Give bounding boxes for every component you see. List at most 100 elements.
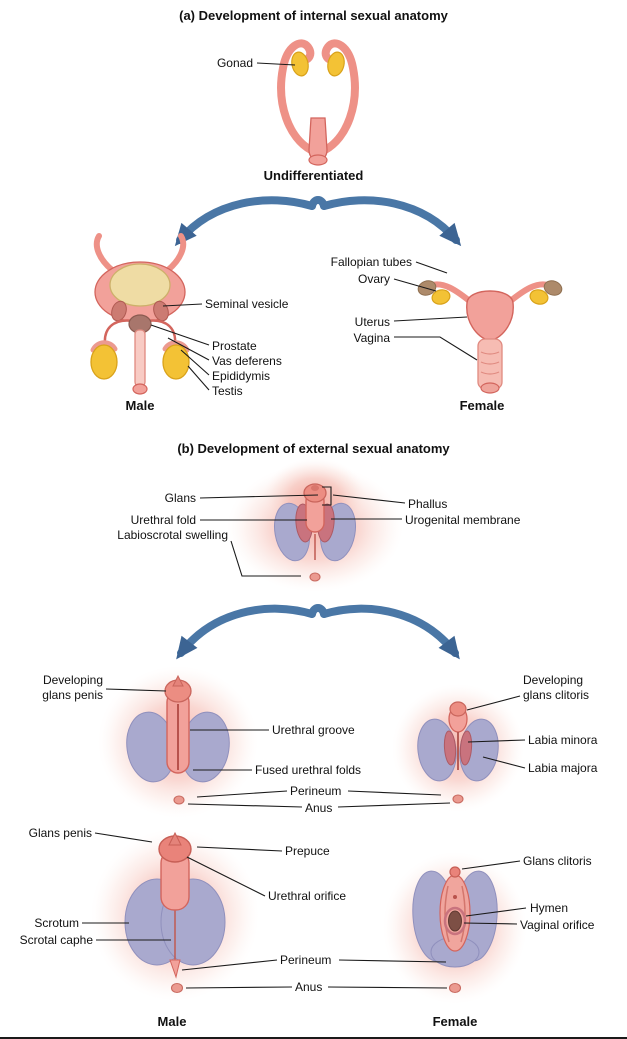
ovary-left [431,289,451,305]
leader-prepuce [196,846,283,852]
undifferentiated-internal-illustration [277,39,359,166]
leader-developing-glans-penis [105,688,167,692]
leader-seminal-vesicle [162,303,203,307]
label-female-internal: Female [459,398,505,413]
leader-phallus [332,494,406,504]
leader-vagina [394,336,478,361]
developing-male-external-illustration [98,666,258,818]
leader-prostate [150,324,210,346]
label-phallus: Phallus [408,497,448,511]
leader-perineum-final-left [181,959,278,971]
leader-epididymis [180,349,210,376]
leader-perineum-final-right [338,959,447,963]
label-perineum-mature: Perineum [280,953,332,967]
leader-vas-deferens [167,337,210,361]
label-fused-urethral-folds: Fused urethral folds [255,763,362,777]
label-urethral-orifice: Urethral orifice [268,889,347,903]
leader-glans-clitoris [461,860,521,870]
label-anus-mature: Anus [295,980,323,994]
vaginal-orifice-shape [448,910,462,932]
label-developing-glans-penis: Developing glans penis [10,673,103,703]
leader-ovary [393,278,437,292]
label-vaginal-orifice: Vaginal orifice [520,918,595,932]
label-urogenital-membrane: Urogenital membrane [405,513,521,527]
label-perineum-developing: Perineum [290,784,342,798]
leader-labioscrotal-swelling [230,540,301,577]
label-urethral-fold: Urethral fold [130,513,196,527]
label-male-external: Male [157,1014,187,1029]
label-gonad: Gonad [216,56,253,70]
section-b-title: (b) Development of external sexual anato… [177,441,450,456]
label-fallopian-tubes: Fallopian tubes [330,255,412,269]
label-seminal-vesicle: Seminal vesicle [205,297,289,311]
label-labia-minora: Labia minora [528,733,598,747]
gonad-left [291,51,309,77]
hymen-shape [443,906,467,936]
leader-anus-final-right [327,986,448,989]
label-prepuce: Prepuce [285,844,330,858]
section-a-title: (a) Development of internal sexual anato… [179,8,448,23]
label-glans: Glans [164,491,196,505]
male-internal-illustration [90,233,190,395]
leader-glans-penis [94,832,153,843]
leader-vaginal-orifice [463,922,518,925]
leader-anus-mid-right [337,802,451,808]
leader-glans [199,494,319,499]
leader-developing-glans-clitoris [466,695,521,711]
testis-right [162,344,190,380]
label-epididymis: Epididymis [212,369,271,383]
label-vas-deferens: Vas deferens [212,354,282,368]
label-urethral-groove: Urethral groove [272,723,355,737]
ovary-right [529,289,549,305]
label-glans-penis: Glans penis [28,826,92,840]
label-prostate: Prostate [212,339,257,353]
label-developing-glans-clitoris-line2: glans clitoris [523,688,590,702]
label-female-external: Female [432,1014,478,1029]
label-vagina: Vagina [353,331,390,345]
mature-male-external-illustration [91,829,259,1001]
bifurcation-arrow-internal [174,196,462,247]
label-developing-glans-clitoris: Developing glans clitoris [523,673,618,703]
glans-clitoris-shape [449,866,461,878]
leader-perineum-mid-right [347,790,442,796]
leader-testis [187,365,210,391]
leader-uterus [393,316,468,322]
label-developing-glans-penis-line2: glans penis [42,688,103,702]
leader-hymen [465,907,527,917]
label-scrotal-raphe: Scrotal caphe [19,933,93,947]
label-uterus: Uterus [354,315,390,329]
glans-shape [303,483,327,503]
leader-labia-minora [467,739,526,743]
gonad-right [327,51,345,77]
label-labia-majora: Labia majora [528,761,598,775]
bracket-phallus [322,486,332,506]
bifurcation-arrow-external [176,604,460,660]
leader-urethral-orifice [186,856,266,897]
figure-bottom-rule [0,1037,627,1039]
developing-female-external-illustration [392,684,524,812]
leader-fallopian-tubes [415,261,448,274]
testis-left [90,344,118,380]
label-ovary: Ovary [357,272,390,286]
undifferentiated-external-illustration [227,458,403,592]
uterus-shape [466,290,514,342]
leader-anus-mid-left [187,803,303,808]
label-male-internal: Male [125,398,155,413]
label-developing-glans-clitoris-line1: Developing [523,673,584,687]
mature-female-external-illustration [383,852,527,1004]
leader-anus-final-left [185,986,293,989]
leader-labia-majora [482,756,526,769]
label-anus-developing: Anus [305,801,333,815]
leader-gonad [256,62,296,66]
label-undifferentiated: Undifferentiated [263,168,364,183]
label-glans-clitoris: Glans clitoris [523,854,592,868]
female-internal-illustration [417,280,563,394]
label-labioscrotal-swelling: Labioscrotal swelling [117,528,228,542]
label-scrotum: Scrotum [34,916,79,930]
label-hymen: Hymen [530,901,569,915]
leader-perineum-mid-left [196,790,288,798]
label-developing-glans-penis-line1: Developing [42,673,103,687]
label-testis: Testis [212,384,243,398]
